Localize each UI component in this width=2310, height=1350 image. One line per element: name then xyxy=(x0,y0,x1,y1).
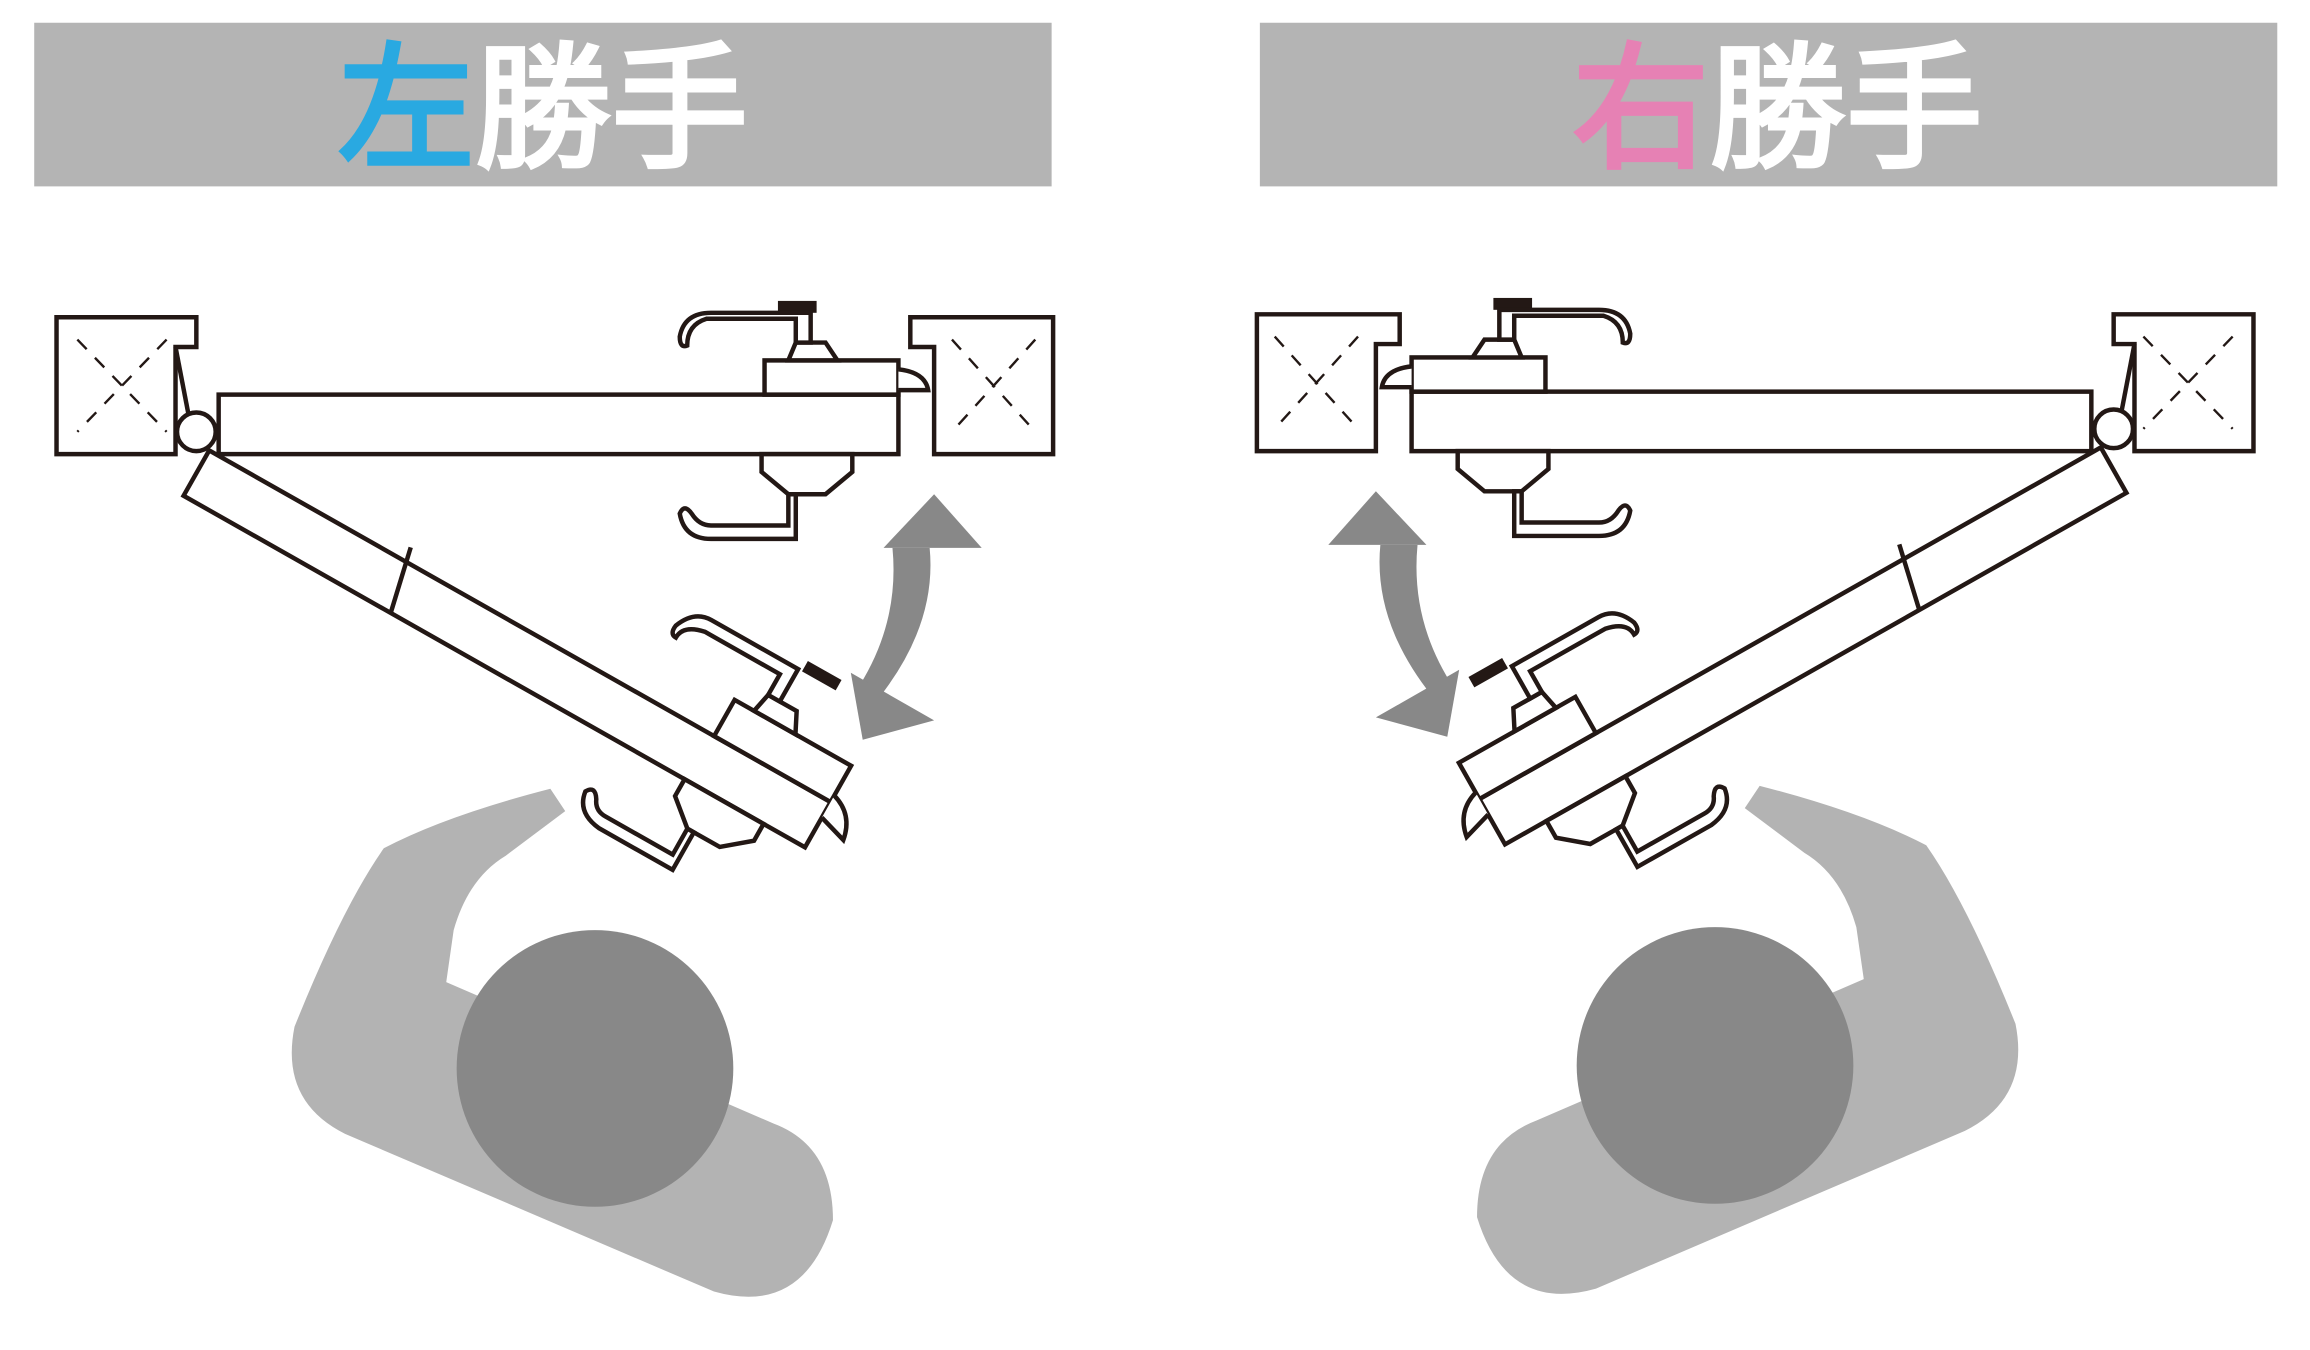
title-accent: 右 xyxy=(1572,31,1709,190)
left-hand-panel: 左勝手 xyxy=(34,22,1053,1297)
header-bar xyxy=(34,22,1052,187)
title-rest: 勝手 xyxy=(475,31,749,190)
right-hand-panel: 右勝手 xyxy=(1257,22,2278,1294)
header-bar xyxy=(1259,22,2278,187)
title-rest: 勝手 xyxy=(1709,31,1983,190)
panel-title: 右勝手 xyxy=(1572,31,1983,190)
title-accent: 左 xyxy=(338,31,475,190)
panel-title: 左勝手 xyxy=(338,31,749,190)
